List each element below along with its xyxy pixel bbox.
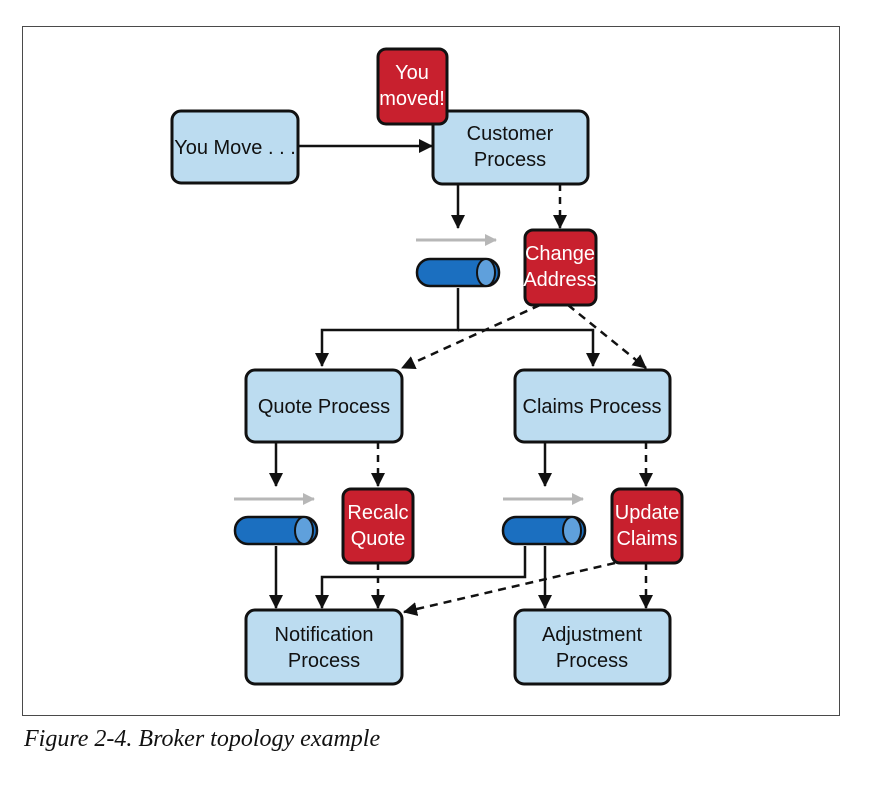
- event-recalc-label-2: Quote: [351, 528, 405, 550]
- event-recalc-quote: Recalc Quote: [341, 487, 415, 565]
- node-adjustment-label-2: Process: [556, 650, 628, 672]
- node-you-move: You Move . . .: [170, 109, 300, 185]
- event-recalc-label-1: Recalc: [347, 502, 408, 524]
- arrow-change-to-quote: [401, 303, 541, 370]
- event-change-address: Change Address: [523, 228, 598, 307]
- flow-arrows: [234, 234, 584, 505]
- node-notification-process: Notification Process: [244, 608, 404, 686]
- channels: [233, 257, 587, 546]
- connectors: [269, 124, 653, 616]
- arrow-channel-split: [315, 288, 460, 367]
- arrow-channel3-to-notification: [315, 546, 527, 609]
- node-customer-process: Customer Process: [431, 109, 590, 186]
- arrow-channel-to-claims: [458, 328, 600, 367]
- node-you-move-label: You Move . . .: [174, 137, 296, 159]
- process-nodes: You Move . . . Customer Process Quote Pr…: [170, 109, 672, 686]
- node-claims-process: Claims Process: [513, 368, 672, 444]
- event-change-address-label-1: Change: [525, 243, 595, 265]
- event-change-address-label-2: Address: [523, 269, 596, 291]
- event-update-label-2: Claims: [616, 528, 677, 550]
- channel-claims: [501, 515, 587, 546]
- node-adjustment-process: Adjustment Process: [513, 608, 672, 686]
- arrow-update-to-notification: [403, 561, 616, 616]
- node-notification-label-1: Notification: [275, 624, 374, 646]
- node-notification-label-2: Process: [288, 650, 360, 672]
- node-claims-label: Claims Process: [523, 396, 662, 418]
- node-customer-label-2: Process: [474, 149, 546, 171]
- event-you-moved: You moved!: [376, 47, 449, 126]
- channel-customer: [415, 257, 501, 288]
- event-you-moved-label-1: You: [395, 62, 429, 84]
- node-adjustment-label-1: Adjustment: [542, 624, 642, 646]
- channel-quote: [233, 515, 319, 546]
- event-update-claims: Update Claims: [610, 487, 684, 565]
- node-quote-label: Quote Process: [258, 396, 390, 418]
- event-update-label-1: Update: [615, 502, 680, 524]
- node-quote-process: Quote Process: [244, 368, 404, 444]
- node-customer-label-1: Customer: [467, 123, 554, 145]
- event-nodes: You moved! Change Address Recalc Quote U…: [341, 47, 684, 565]
- arrow-change-to-claims: [567, 304, 647, 369]
- figure-caption: Figure 2-4. Broker topology example: [24, 726, 381, 752]
- event-you-moved-label-2: moved!: [379, 88, 445, 110]
